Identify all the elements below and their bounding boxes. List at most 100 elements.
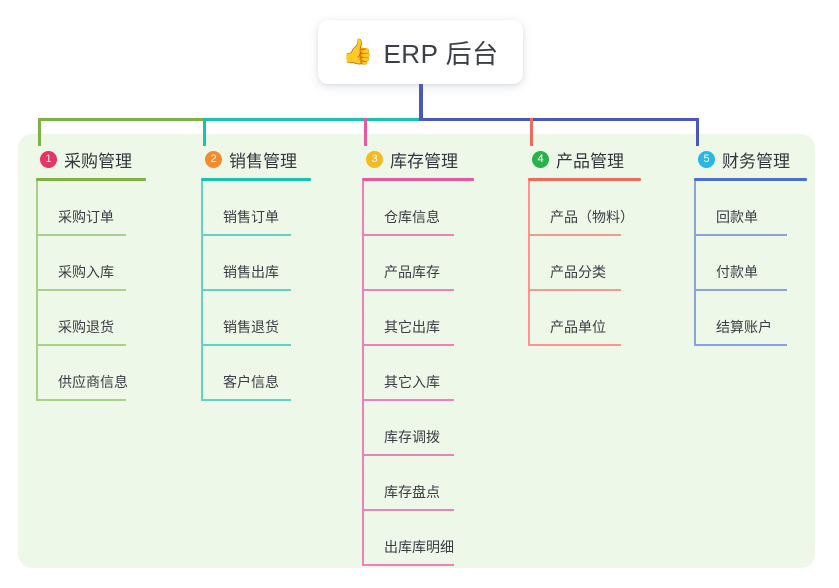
column-header-1[interactable]: 1 采购管理 <box>36 146 146 172</box>
drop-line-3 <box>364 118 367 146</box>
menu-item-rule <box>528 234 621 236</box>
menu-item-label: 仓库信息 <box>384 209 440 225</box>
menu-item[interactable]: 其它入库 <box>362 346 474 401</box>
menu-item[interactable]: 采购订单 <box>36 181 146 236</box>
bus-segment-3 <box>419 118 699 121</box>
menu-item[interactable]: 产品单位 <box>528 291 641 346</box>
menu-item[interactable]: 产品分类 <box>528 236 641 291</box>
menu-item-label: 销售订单 <box>223 209 279 225</box>
menu-item[interactable]: 采购退货 <box>36 291 146 346</box>
diagram-panel <box>18 134 815 568</box>
menu-item-rule <box>528 289 621 291</box>
column-items-4: 产品（物料） 产品分类产品单位 <box>528 181 641 346</box>
menu-item-label: 供应商信息 <box>58 374 128 390</box>
menu-item-rule <box>362 564 454 566</box>
menu-item[interactable]: 其它出库 <box>362 291 474 346</box>
menu-item-label: 库存盘点 <box>384 484 440 500</box>
drop-line-5 <box>696 118 699 146</box>
column-spine-2 <box>201 181 203 401</box>
menu-item-label: 结算账户 <box>716 319 772 335</box>
menu-item-label: 客户信息 <box>223 374 279 390</box>
menu-item[interactable]: 回款单 <box>694 181 807 236</box>
menu-item-rule <box>362 509 454 511</box>
column-header-3[interactable]: 3 库存管理 <box>362 146 474 172</box>
menu-item-label: 产品库存 <box>384 264 440 280</box>
column-badge-3: 3 <box>366 150 383 168</box>
column-header-rule-3 <box>362 178 474 181</box>
menu-item-label: 库存调拨 <box>384 429 440 445</box>
menu-item-label: 产品单位 <box>550 319 606 335</box>
menu-item-rule <box>694 344 787 346</box>
thumbs-up-icon: 👍 <box>342 37 374 66</box>
menu-item-label: 付款单 <box>716 264 758 280</box>
menu-item-label: 销售退货 <box>223 319 279 335</box>
menu-item[interactable]: 供应商信息 <box>36 346 146 401</box>
menu-item-label: 回款单 <box>716 209 758 225</box>
column-1: 1 采购管理采购订单采购入库采购退货供应商信息 <box>36 146 146 401</box>
menu-item-rule <box>694 289 787 291</box>
menu-item[interactable]: 客户信息 <box>201 346 311 401</box>
column-title-3: 库存管理 <box>390 151 458 171</box>
column-title-2: 销售管理 <box>229 151 297 171</box>
column-badge-4: 4 <box>532 150 549 168</box>
menu-item-rule <box>362 289 454 291</box>
column-header-rule-2 <box>201 178 311 181</box>
menu-item-rule <box>201 289 291 291</box>
menu-item-rule <box>362 234 454 236</box>
drop-line-4 <box>530 118 533 146</box>
menu-item[interactable]: 采购入库 <box>36 236 146 291</box>
menu-item[interactable]: 付款单 <box>694 236 807 291</box>
menu-item[interactable]: 产品（物料） <box>528 181 641 236</box>
menu-item-label: 其它入库 <box>384 374 440 390</box>
menu-item[interactable]: 仓库信息 <box>362 181 474 236</box>
menu-item-label: 出库库明细 <box>384 539 454 555</box>
menu-item-rule <box>36 344 126 346</box>
menu-item[interactable]: 结算账户 <box>694 291 807 346</box>
column-spine-4 <box>528 181 530 346</box>
trunk-line <box>419 84 423 121</box>
column-header-rule-1 <box>36 178 146 181</box>
menu-item-rule <box>201 344 291 346</box>
menu-item-label: 销售出库 <box>223 264 279 280</box>
menu-item[interactable]: 产品库存 <box>362 236 474 291</box>
column-badge-1: 1 <box>40 150 57 168</box>
root-title-card: 👍 ERP 后台 <box>318 20 523 84</box>
menu-item-label: 采购退货 <box>58 319 114 335</box>
menu-item[interactable]: 销售订单 <box>201 181 311 236</box>
menu-item-rule <box>36 234 126 236</box>
menu-item-rule <box>201 399 291 401</box>
column-items-5: 回款单付款单结算账户 <box>694 181 807 346</box>
menu-item-label: 产品分类 <box>550 264 606 280</box>
column-items-2: 销售订单销售出库销售退货客户信息 <box>201 181 311 401</box>
menu-item-rule <box>36 289 126 291</box>
column-3: 3 库存管理仓库信息产品库存其它出库其它入库库存调拨库存盘点出库库明细 <box>362 146 474 566</box>
column-header-rule-4 <box>528 178 641 181</box>
column-items-3: 仓库信息产品库存其它出库其它入库库存调拨库存盘点出库库明细 <box>362 181 474 566</box>
menu-item[interactable]: 出库库明细 <box>362 511 474 566</box>
menu-item-rule <box>694 234 787 236</box>
column-spine-5 <box>694 181 696 346</box>
root-title-text: ERP 后台 <box>383 38 499 69</box>
menu-item-label: 其它出库 <box>384 319 440 335</box>
bus-segment-2 <box>203 118 419 121</box>
drop-line-1 <box>38 118 41 146</box>
menu-item[interactable]: 销售退货 <box>201 291 311 346</box>
menu-item[interactable]: 库存调拨 <box>362 401 474 456</box>
menu-item[interactable]: 销售出库 <box>201 236 311 291</box>
menu-item-label: 产品（物料） <box>550 209 634 225</box>
menu-item-label: 采购订单 <box>58 209 114 225</box>
menu-item-rule <box>36 399 126 401</box>
menu-item[interactable]: 库存盘点 <box>362 456 474 511</box>
column-badge-5: 5 <box>698 150 715 168</box>
menu-item-rule <box>362 344 454 346</box>
drop-line-2 <box>203 118 206 146</box>
column-title-1: 采购管理 <box>64 151 132 171</box>
menu-item-rule <box>528 344 621 346</box>
